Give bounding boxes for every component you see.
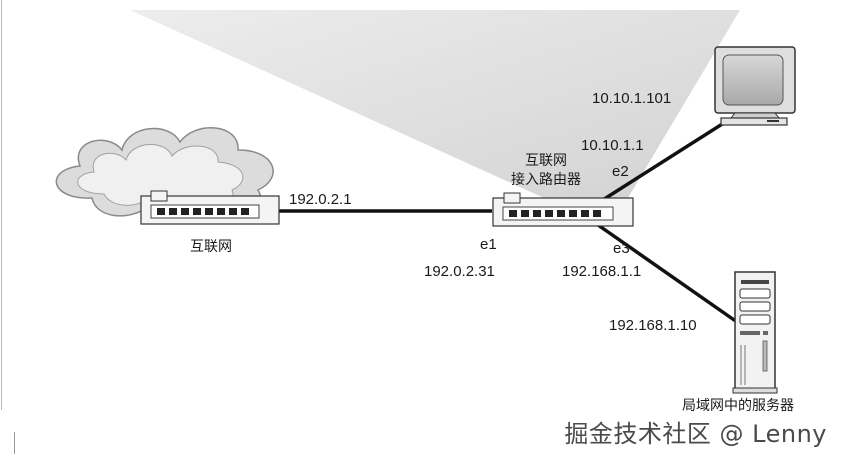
link-e3	[596, 223, 739, 324]
server-ip: 192.168.1.10	[609, 317, 697, 334]
interface-e2-ip: 10.10.1.1	[581, 137, 644, 154]
server-label: 局域网中的服务器	[682, 398, 794, 414]
internet-router-icon	[140, 190, 280, 225]
interface-e2: e2	[612, 163, 629, 180]
pc-ip: 10.10.1.101	[592, 90, 672, 107]
interface-e3: e3	[613, 240, 630, 257]
internet-router-ip: 192.0.2.1	[289, 191, 352, 208]
access-router-label: 互联网 接入路由器	[500, 152, 592, 190]
focus-wedge	[130, 10, 740, 203]
edge-marker	[14, 432, 15, 454]
interface-e1-ip: 192.0.2.31	[424, 263, 495, 280]
internet-label: 互联网	[190, 239, 232, 255]
watermark: 掘金技术社区 @ Lenny	[564, 420, 827, 448]
interface-e1: e1	[480, 236, 497, 253]
interface-e3-ip: 192.168.1.1	[562, 263, 642, 280]
access-router-label-line2: 接入路由器	[511, 172, 581, 188]
access-router-icon	[492, 192, 634, 227]
server-tower-icon	[732, 271, 778, 394]
access-router-label-line1: 互联网	[525, 153, 567, 169]
pc-monitor-icon	[714, 46, 796, 126]
link-e2	[597, 119, 728, 205]
